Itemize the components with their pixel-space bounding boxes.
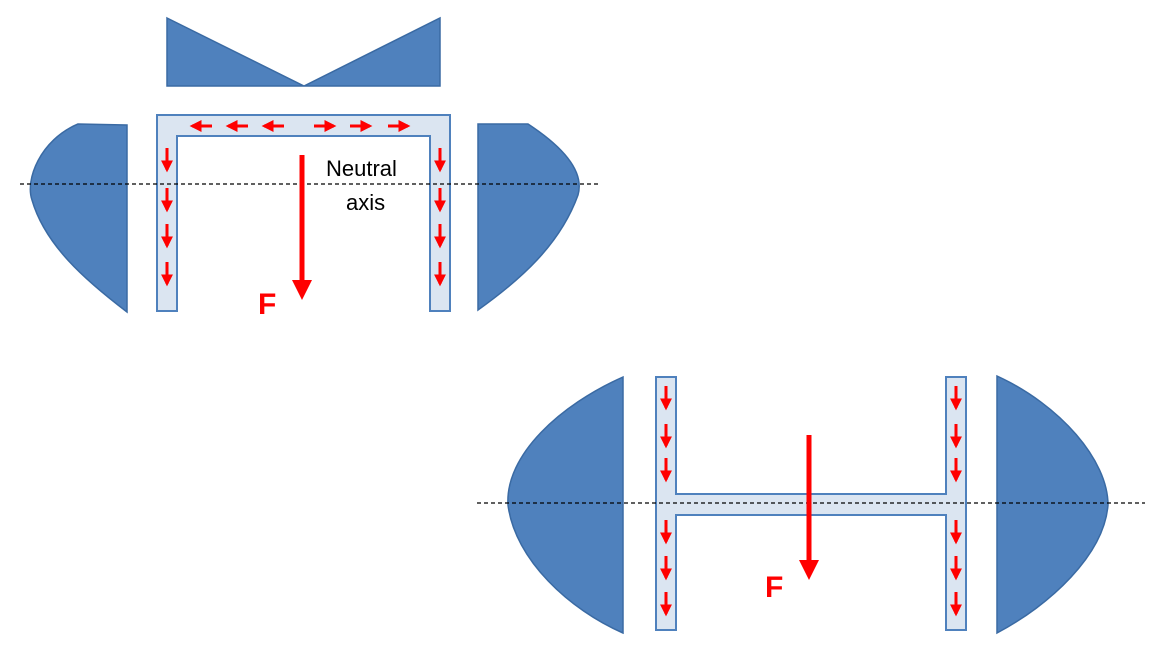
channel-section-diagram: F Neutral axis — [20, 16, 598, 321]
web-shear-flow-arrows — [161, 148, 446, 287]
neutral-axis-label-line2: axis — [346, 190, 385, 215]
force-label: F — [765, 571, 783, 604]
h-section-diagram: F — [477, 374, 1145, 635]
right-flange-shear-stress-distribution — [996, 374, 1109, 635]
force-label: F — [258, 288, 276, 321]
applied-force-arrowhead — [292, 280, 312, 300]
flange-shear-stress-distribution — [166, 16, 441, 87]
flange-shear-flow-arrows — [660, 386, 962, 617]
applied-force-arrowhead — [799, 560, 819, 580]
left-flange-shear-stress-distribution — [507, 375, 624, 635]
channel-cross-section — [156, 114, 451, 312]
neutral-axis-label-line1: Neutral — [326, 156, 397, 181]
left-web-shear-stress-distribution — [29, 123, 128, 314]
right-web-shear-stress-distribution — [477, 123, 580, 312]
